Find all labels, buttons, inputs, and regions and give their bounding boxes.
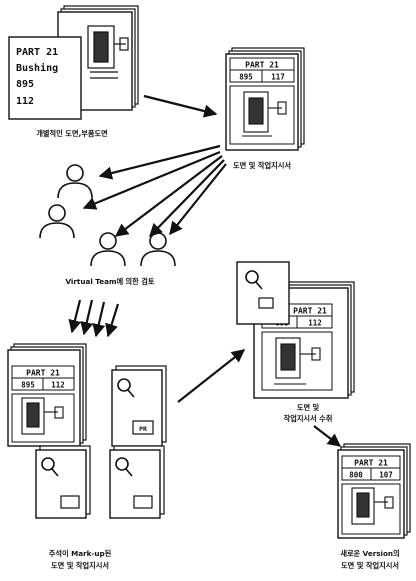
arrow-to-revised [177,349,246,403]
caption-revised-received-1: 도면 및 [297,403,320,412]
markup-card [236,261,290,325]
doc-part-label: PART 21 [245,61,279,70]
doc-top-right: PART 21 895 117 도면 및 작업지시서 [225,47,305,170]
caption-reviewed-markup-1: 주석이 Mark-up된 [49,549,112,558]
caption-virtual-team-review: Virtual Team에 의한 검토 [65,277,154,286]
doc-final: PART 21 800 107 새로운 Version의 도면 및 작업지시서 [337,443,411,570]
doc-number-a: 895 [21,381,35,390]
caption-drawing-and-work-instructions: 도면 및 작업지시서 [233,161,291,170]
caption-revised-received-2: 작업지시서 수취 [284,414,333,423]
markup-card-3 [109,445,165,519]
magnifier-icon [41,457,59,477]
markup-card-1: PR [111,365,167,447]
doc-part-label: PART 21 [293,307,327,316]
magnifier-icon [115,457,133,477]
review-arrows [68,299,120,338]
doc-part-label: PART 21 [26,369,60,378]
person-icon [57,164,93,199]
magnifier-icon [245,270,263,290]
person-icon [90,232,126,267]
doc-number-b: 117 [271,73,285,82]
bushing-sketch [87,25,129,79]
markup-tag: PR [139,425,147,433]
doc-number-a: 800 [349,471,363,480]
doc-left-stack: PART 21 895 112 [7,343,87,447]
caption-reviewed-markup-2: 도면 및 작업지시서 [51,561,109,570]
person-icon [140,232,176,267]
arrow-to-new-version [313,425,342,447]
title-card-line3: 895 [16,79,34,90]
title-card-line4: 112 [16,96,34,107]
doc-number-b: 112 [51,381,65,390]
distribution-arrows [82,144,227,237]
caption-new-version-1: 새로운 Version의 [340,549,399,558]
doc-middle-right: PART 21 895 112 도면 및 작업지시서 수취 [236,261,355,423]
person-icon [39,204,75,239]
title-card-line1: PART 21 [16,47,58,58]
markup-card-2 [35,445,91,519]
caption-individual-drawing: 개별적인 도면,부품도면 [36,129,107,138]
doc-number-a: 895 [239,73,253,82]
arrow-to-doc [143,94,218,118]
virtual-team [39,164,176,267]
title-card [8,36,82,120]
doc-number-b: 112 [308,319,322,328]
magnifier-icon [117,378,135,398]
caption-new-version-2: 도면 및 작업지시서 [341,561,399,570]
doc-number-b: 107 [379,471,393,480]
doc-part-label: PART 21 [354,459,388,468]
individual-drawing-group: PART 21 Bushing 895 112 개별적인 도면,부품도면 [8,5,139,138]
title-card-line2: Bushing [16,62,58,74]
